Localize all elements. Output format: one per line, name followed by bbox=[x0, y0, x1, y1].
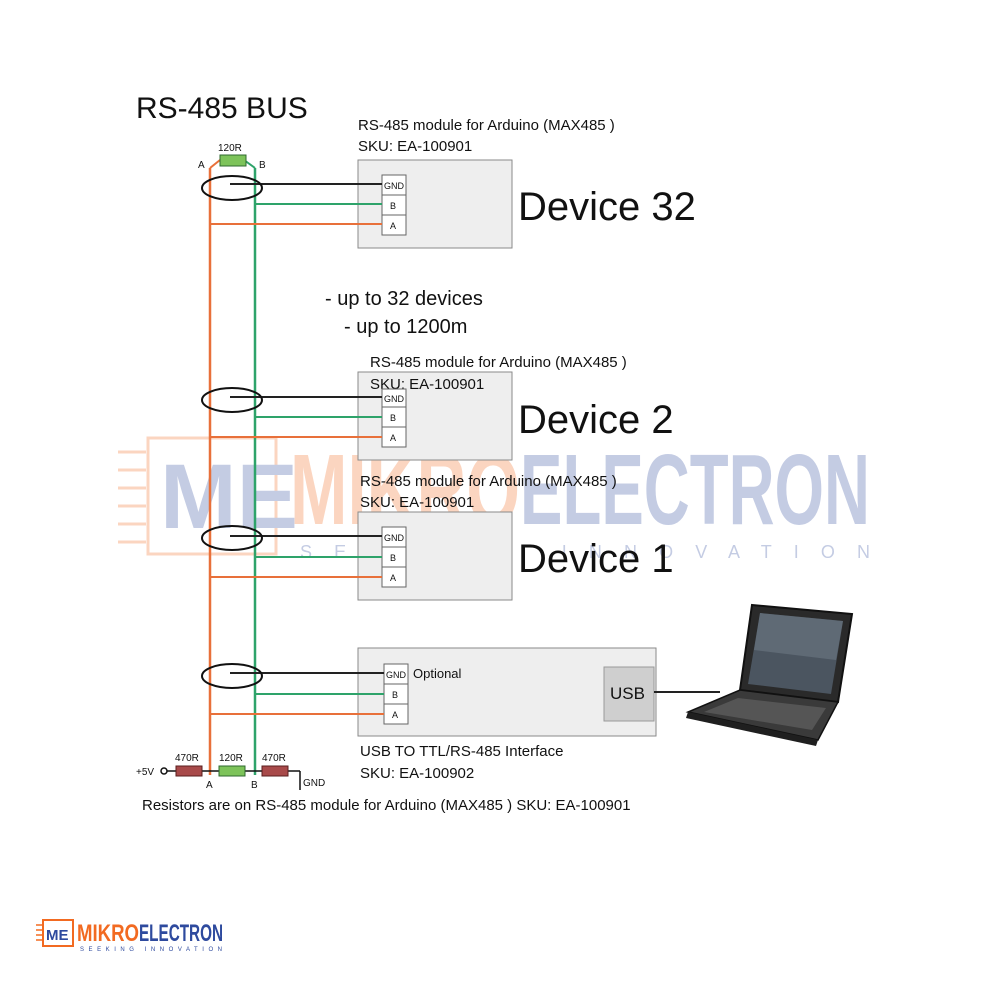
brand-logo: ME MIKRO ELECTRON SEEKING INNOVATION bbox=[36, 919, 223, 953]
usb-interface-sku: SKU: EA-100902 bbox=[360, 765, 474, 782]
device-2-name: Device 2 bbox=[518, 398, 674, 442]
watermark-me: ME bbox=[160, 446, 298, 548]
pin-a: A bbox=[390, 433, 396, 443]
bottom-a-label: A bbox=[206, 780, 213, 791]
pin-b: B bbox=[390, 201, 396, 211]
resistor-1-value: 470R bbox=[175, 753, 199, 764]
pin-gnd: GND bbox=[384, 181, 405, 191]
pin-b: B bbox=[392, 690, 398, 700]
twisted-pair-ellipse bbox=[201, 387, 263, 413]
device-32-sku: SKU: EA-100901 bbox=[358, 138, 472, 155]
resistor-3-value: 470R bbox=[262, 753, 286, 764]
pin-a: A bbox=[390, 221, 396, 231]
twisted-pair-ellipse bbox=[201, 525, 263, 551]
resistor-icon bbox=[219, 154, 247, 167]
laptop-icon bbox=[685, 603, 854, 746]
device-2-module-label: RS-485 module for Arduino (MAX485 ) bbox=[370, 354, 627, 371]
twisted-pair-ellipse bbox=[201, 175, 263, 201]
device-1-sku: SKU: EA-100901 bbox=[360, 494, 474, 511]
pin-gnd: GND bbox=[384, 394, 405, 404]
device-32: RS-485 module for Arduino (MAX485 ) SKU:… bbox=[201, 117, 696, 249]
device-2: RS-485 module for Arduino (MAX485 ) SKU:… bbox=[201, 354, 674, 461]
logo-tagline: SEEKING INNOVATION bbox=[80, 947, 222, 953]
note-devices: - up to 32 devices bbox=[325, 288, 483, 310]
logo-chip-icon bbox=[42, 919, 74, 947]
bottom-b-label: B bbox=[251, 780, 258, 791]
gnd-label: GND bbox=[303, 778, 325, 789]
usb-label: USB bbox=[610, 684, 645, 703]
device-1-name: Device 1 bbox=[518, 537, 674, 581]
pin-gnd: GND bbox=[384, 533, 405, 543]
top-resistor-right-label: B bbox=[259, 160, 266, 171]
bottom-resistor-network: +5V 470R 120R 470R GND A B bbox=[136, 753, 325, 791]
device-1: RS-485 module for Arduino (MAX485 ) SKU:… bbox=[201, 473, 674, 601]
top-termination-resistor: 120R A B bbox=[198, 143, 266, 171]
top-resistor-value: 120R bbox=[218, 143, 242, 154]
usb-interface: GND B A Optional USB USB TO TTL/RS-485 I… bbox=[201, 647, 720, 782]
device-32-name: Device 32 bbox=[518, 185, 696, 229]
pin-a: A bbox=[392, 710, 398, 720]
resistor-icon bbox=[218, 765, 246, 777]
optional-label: Optional bbox=[413, 666, 462, 681]
pin-gnd: GND bbox=[386, 670, 407, 680]
device-32-module-label: RS-485 module for Arduino (MAX485 ) bbox=[358, 117, 615, 134]
footer-note: Resistors are on RS-485 module for Ardui… bbox=[142, 797, 631, 814]
vcc-label: +5V bbox=[136, 767, 154, 778]
resistor-2-value: 120R bbox=[219, 753, 243, 764]
pin-b: B bbox=[390, 553, 396, 563]
usb-port bbox=[603, 666, 655, 722]
pin-a: A bbox=[390, 573, 396, 583]
resistor-icon bbox=[175, 765, 203, 777]
pin-b: B bbox=[390, 413, 396, 423]
twisted-pair-ellipse bbox=[201, 663, 263, 689]
diagram-title: RS-485 BUS bbox=[136, 92, 308, 125]
logo-text-a: MIKRO bbox=[77, 920, 139, 947]
resistor-icon bbox=[261, 765, 289, 777]
watermark-text-b: ELECTRON bbox=[520, 434, 870, 546]
top-resistor-left-label: A bbox=[198, 160, 205, 171]
device-1-module-label: RS-485 module for Arduino (MAX485 ) bbox=[360, 473, 617, 490]
note-distance: - up to 1200m bbox=[344, 316, 467, 338]
logo-text-b: ELECTRON bbox=[139, 920, 223, 947]
watermark-chip-pins bbox=[118, 450, 146, 544]
logo-me: ME bbox=[46, 927, 69, 944]
usb-interface-name: USB TO TTL/RS-485 Interface bbox=[360, 743, 563, 760]
vcc-terminal-icon bbox=[160, 767, 168, 775]
